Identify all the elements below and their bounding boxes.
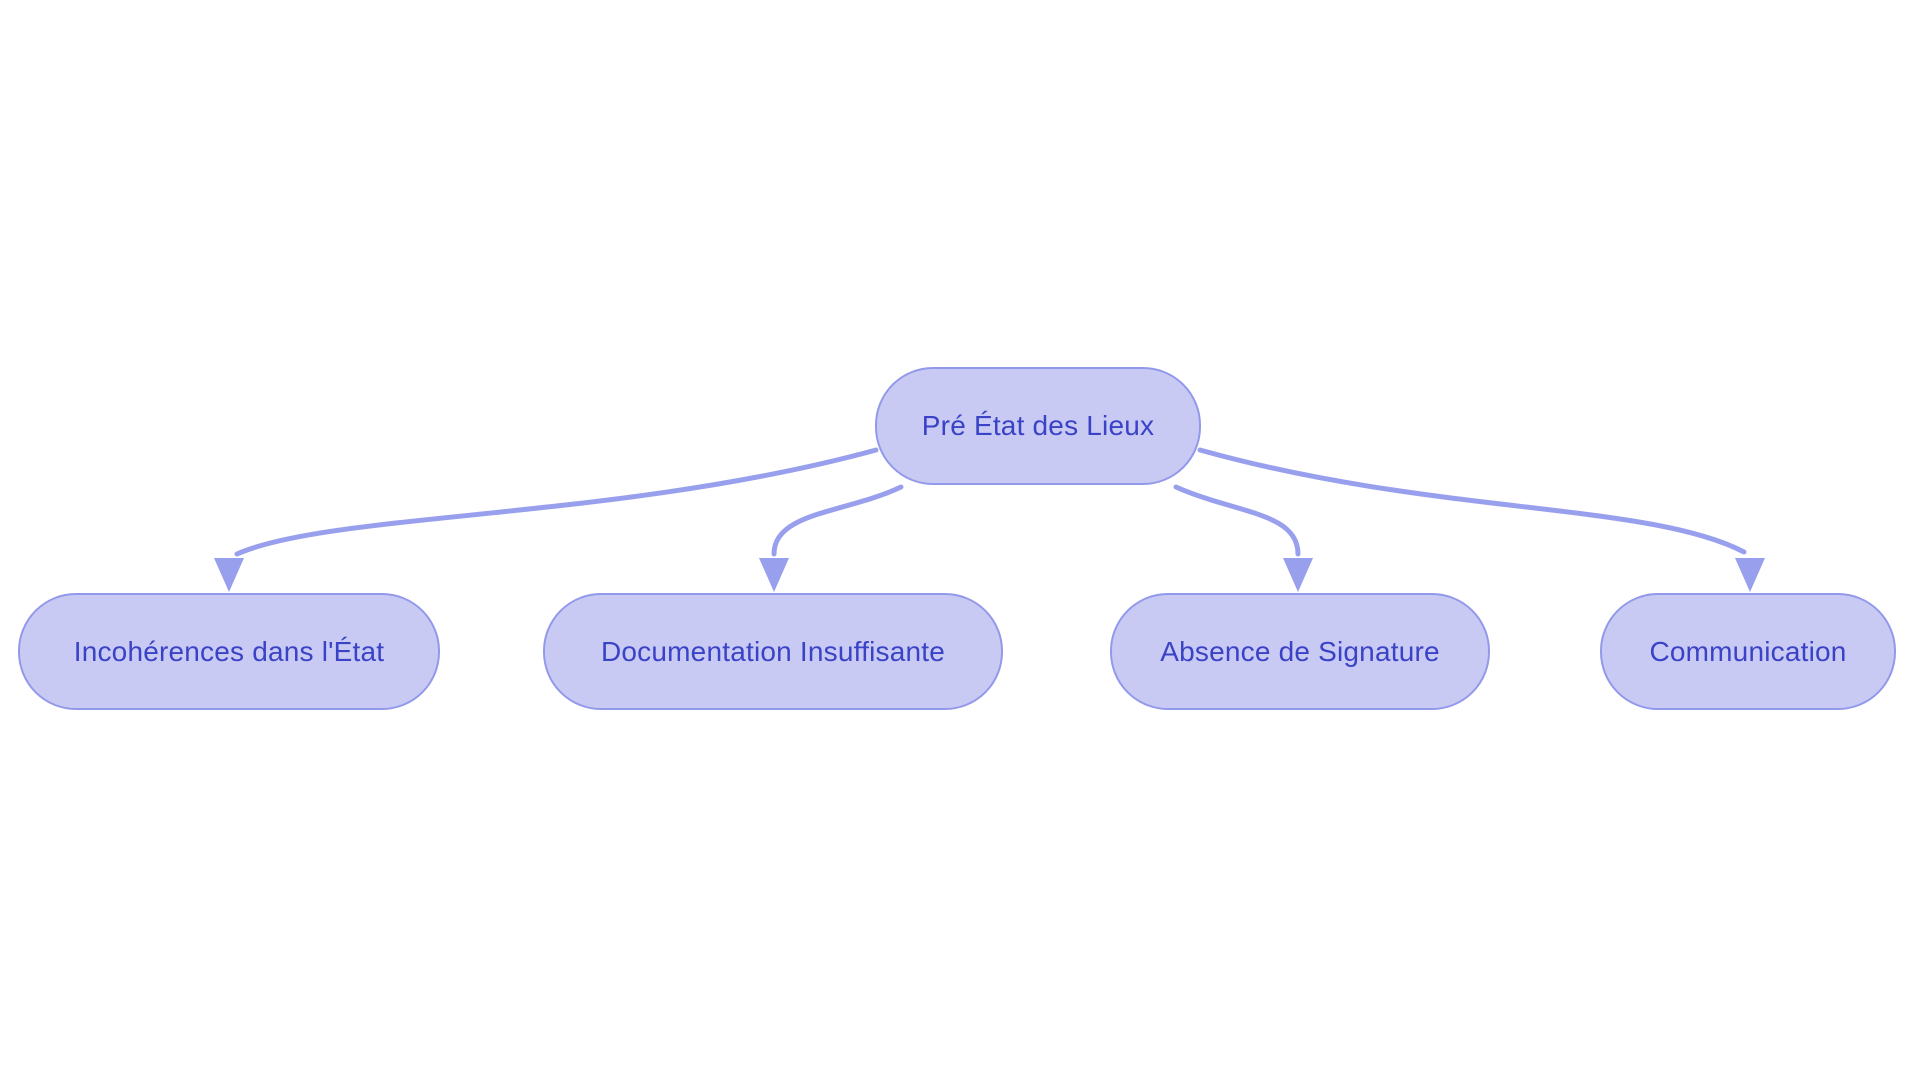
arrowhead-documentation: [759, 558, 789, 592]
edge-root-to-documentation: [771, 484, 904, 557]
edge-root-to-incoherences: [234, 447, 879, 557]
arrowhead-incoherences: [214, 558, 244, 592]
node-incoherences-dans-l-etat: Incohérences dans l'État: [18, 593, 440, 710]
node-label: Documentation Insuffisante: [600, 635, 945, 667]
arrowhead-signature: [1283, 558, 1313, 592]
node-label: Pré État des Lieux: [921, 410, 1155, 441]
node-pre-etat-des-lieux: Pré État des Lieux: [875, 367, 1201, 485]
node-label: Communication: [1649, 635, 1847, 667]
arrowhead-communication: [1735, 558, 1765, 592]
node-label: Absence de Signature: [1160, 635, 1440, 667]
edge-root-to-signature: [1173, 484, 1301, 557]
node-communication: Communication: [1600, 593, 1896, 710]
node-documentation-insuffisante: Documentation Insuffisante: [543, 593, 1003, 710]
node-absence-de-signature: Absence de Signature: [1110, 593, 1490, 710]
node-label: Incohérences dans l'État: [73, 635, 385, 667]
edge-root-to-communication: [1197, 447, 1747, 555]
